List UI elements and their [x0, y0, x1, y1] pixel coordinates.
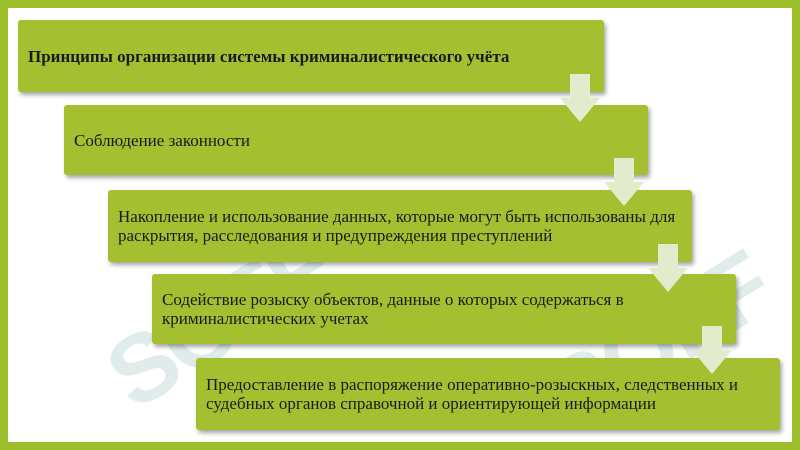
down-arrow-icon: [604, 158, 644, 206]
down-arrow-icon: [692, 326, 732, 374]
step-box-4: Предоставление в распоряжение оперативно…: [196, 358, 780, 430]
step-text-3: Содействие розыску объектов, данные о ко…: [162, 290, 624, 328]
slide-canvas: SOFF SOFF Принципы организации системы к…: [8, 8, 792, 442]
step-text-2: Накопление и использование данных, котор…: [118, 207, 676, 245]
step-text-4: Предоставление в распоряжение оперативно…: [206, 375, 738, 413]
step-box-1: Соблюдение законности: [64, 105, 648, 175]
step-box-2: Накопление и использование данных, котор…: [108, 190, 692, 262]
down-arrow-icon: [560, 74, 600, 122]
diagram-title-box: Принципы организации системы криминалист…: [18, 20, 604, 92]
down-arrow-icon: [648, 244, 688, 292]
step-text-1: Соблюдение законности: [74, 130, 250, 150]
diagram-title: Принципы организации системы криминалист…: [28, 46, 510, 66]
step-box-3: Содействие розыску объектов, данные о ко…: [152, 274, 736, 344]
